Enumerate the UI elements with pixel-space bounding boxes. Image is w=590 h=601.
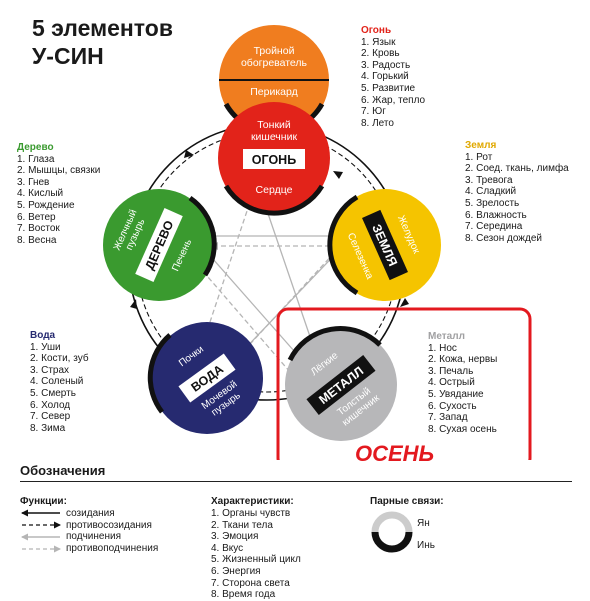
list-item: 6. Жар, тепло [361,94,426,106]
fire-name: ОГОНЬ [252,153,296,167]
list-item: 5. Рождение [17,199,75,211]
characteristic-item: 2. Ткани тела [211,519,273,531]
list-item: 2. Кости, зуб [30,353,89,365]
function-item: подчинения [66,531,121,543]
characteristic-item: 5. Жизненный цикл [211,554,301,566]
characteristic-item: 8. Время года [211,589,276,601]
fire-organ-top-2: кишечник [251,131,298,143]
fire-label-box [243,149,305,169]
list-item: 1. Язык [361,36,396,48]
list-item: 7. Север [30,411,71,423]
list-item: 4. Соленый [30,376,84,388]
wood-list-title: Дерево [17,142,54,153]
characteristic-item: 7. Сторона света [211,577,290,589]
list-item: 3. Тревога [465,174,513,186]
list-item: 2. Кровь [361,48,400,60]
list-item: 3. Гнев [17,176,50,188]
list-item: 1. Нос [428,342,457,354]
water-label-box [178,353,236,403]
list-item: 8. Сухая осень [428,423,497,435]
list-item: 8. Весна [17,234,57,246]
list-item: 5. Смерть [30,387,76,399]
list-item: 5. Развитие [361,82,416,94]
list-item: 3. Печаль [428,365,474,377]
characteristic-item: 6. Энергия [211,565,261,577]
list-item: 7. Запад [428,412,468,424]
page-title: 5 элементов У-СИН [32,14,173,70]
list-item: 5. Зрелость [465,197,520,209]
function-item: противосозидания [66,519,152,531]
list-item: 3. Страх [30,364,70,376]
title-line-2: У-СИН [32,43,104,69]
title-line-1: 5 элементов [32,15,173,41]
fire-ext-top-1: Тройной [254,45,295,57]
list-item: 2. Кожа, нервы [428,354,498,366]
autumn-label: ОСЕНЬ [355,441,435,466]
list-item: 1. Глаза [17,153,55,165]
fire-ext-bottom: Перикард [250,86,297,98]
wood-label-box [135,208,183,282]
water-list-title: Вода [30,330,56,341]
list-item: 1. Уши [30,341,61,353]
list-item: 6. Влажность [465,209,527,221]
function-item: противоподчинения [66,542,159,554]
pair-yan-label: Ян [417,518,430,529]
function-item: созидания [66,508,115,519]
wu-xing-diagram: Тройной обогреватель Перикард Тонкий киш… [103,25,532,460]
list-item: 6. Холод [30,399,71,411]
list-item: 4. Кислый [17,188,64,200]
list-item: 4. Сладкий [465,186,517,198]
list-item: 7. Юг [361,106,386,118]
list-item: 6. Сухость [428,400,477,412]
list-item: 5. Увядание [428,388,484,400]
earth-list: Земля 1. Рот 2. Соед. ткань, лимфа 3. Тр… [465,140,569,244]
list-item: 8. Лето [361,117,394,129]
water-list: Вода 1. Уши 2. Кости, зуб 3. Страх 4. Со… [30,330,89,434]
functions-list: созидания противосозидания подчинения пр… [66,508,158,554]
list-item: 1. Рот [465,151,493,163]
list-item: 4. Горький [361,71,409,83]
fire-ext-top-2: обогреватель [241,57,308,69]
list-item: 4. Острый [428,377,475,389]
characteristics-title: Характеристики: [211,496,294,507]
metal-list: Металл 1. Нос 2. Кожа, нервы 3. Печаль 4… [428,331,497,435]
characteristic-item: 4. Вкус [211,542,244,554]
fire-list: Огонь 1. Язык 2. Кровь 3. Радость 4. Гор… [361,25,425,129]
list-item: 7. Середина [465,221,523,233]
list-item: 2. Мышцы, связки [17,165,101,177]
fire-list-title: Огонь [361,25,392,36]
characteristics-list: 1. Органы чувств 2. Ткани тела 3. Эмоция… [211,508,301,601]
metal-label-box [306,354,376,416]
earth-label-box [362,209,408,281]
autumn-highlight-box [276,307,532,460]
fire-organ-bottom: Сердце [256,184,293,196]
functions-title: Функции: [20,496,67,507]
characteristic-item: 3. Эмоция [211,531,259,543]
list-item: 3. Радость [361,59,411,71]
list-item: 6. Ветер [17,211,56,223]
list-item: 8. Сезон дождей [465,232,542,244]
functions-line-samples [21,509,61,553]
legend-title: Обозначения [20,463,106,478]
fire-organ-top-1: Тонкий [257,119,291,131]
pairs-title: Парные связи: [370,496,444,507]
pair-yin-label: Инь [417,540,435,551]
list-item: 8. Зима [30,422,66,434]
earth-list-title: Земля [465,140,497,151]
wood-list: Дерево 1. Глаза 2. Мышцы, связки 3. Гнев… [17,142,100,246]
list-item: 2. Соед. ткань, лимфа [465,163,569,175]
characteristic-item: 1. Органы чувств [211,508,291,519]
metal-list-title: Металл [428,331,465,342]
list-item: 7. Восток [17,223,60,235]
yin-yang-ring-icon [371,511,413,553]
legend-divider [20,481,572,482]
